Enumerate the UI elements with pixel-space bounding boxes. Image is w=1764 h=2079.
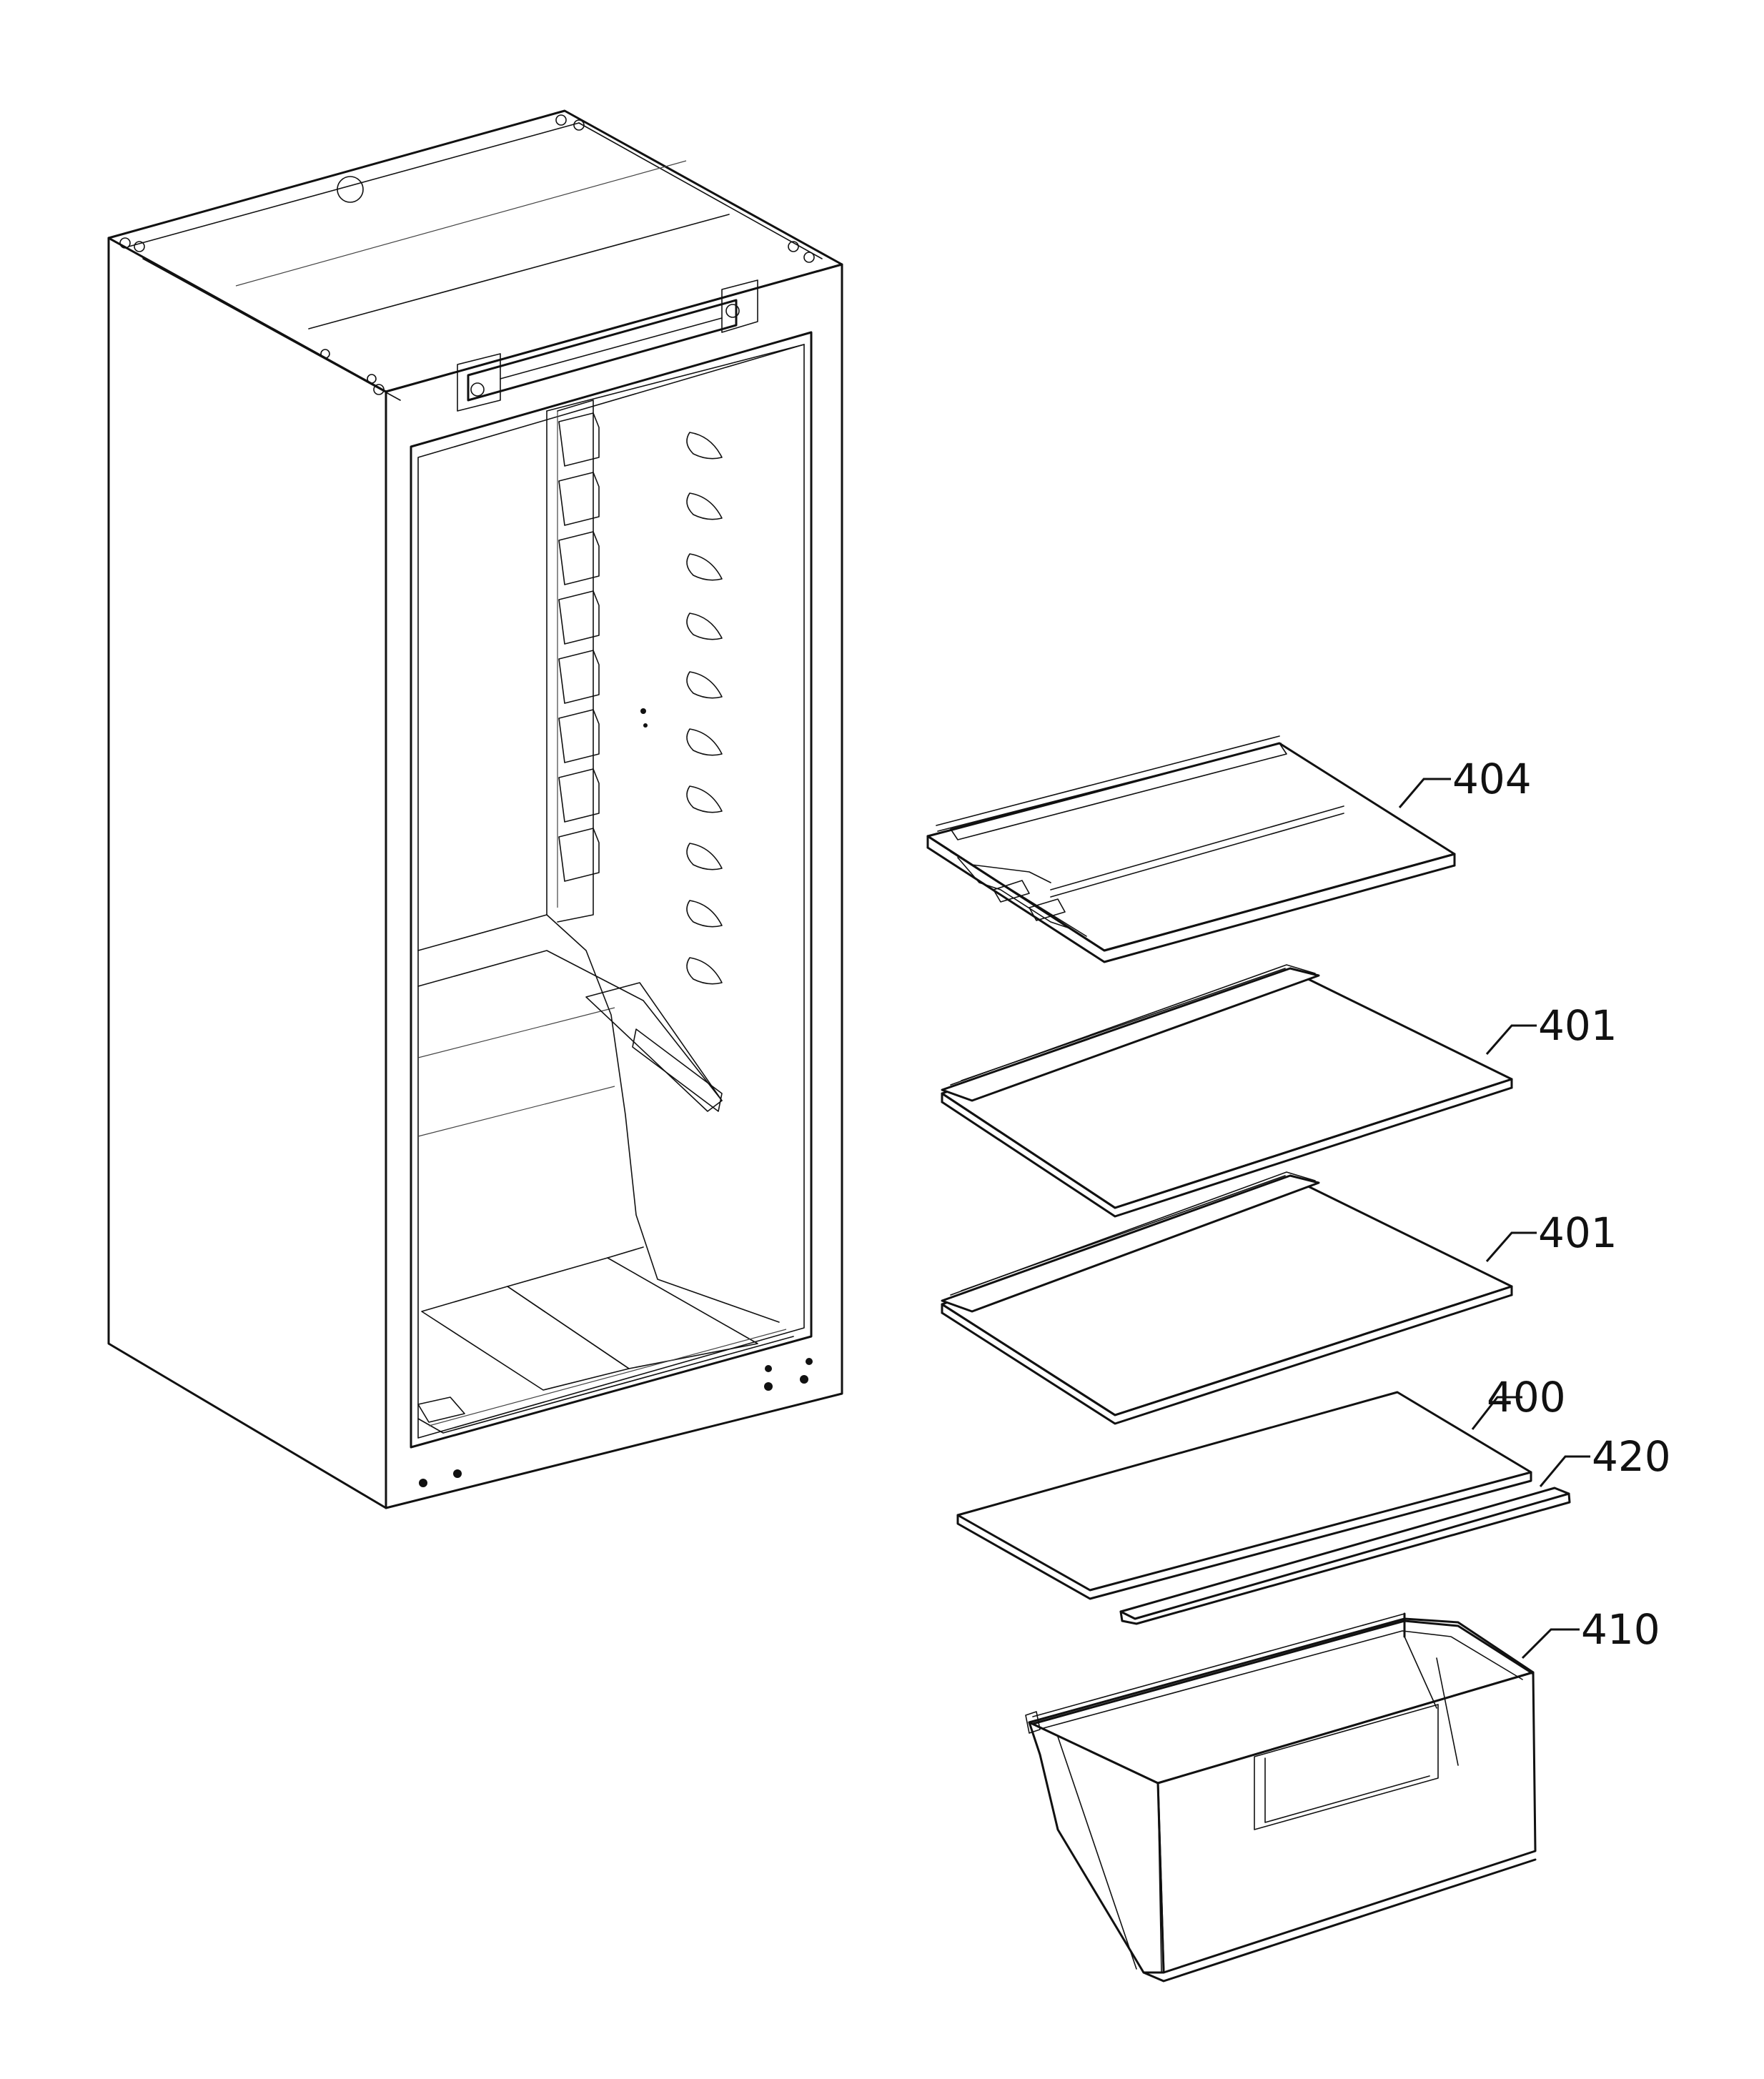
callout-label: 404 [1452,755,1532,803]
callout-404: 404 [1398,755,1532,808]
callout-400: 400 [1471,1373,1566,1430]
part-400-glass-plate [956,1391,1532,1600]
shelf-support-pegs [686,432,723,985]
callout-label: 401 [1538,1001,1617,1050]
callout-label: 400 [1487,1373,1566,1421]
callout-label: 401 [1538,1209,1617,1257]
refrigerator-cabinet [107,109,843,1509]
callout-410: 410 [1521,1605,1660,1659]
callout-401-lower: 401 [1485,1209,1617,1262]
part-401-shelf-lower [941,1171,1513,1425]
callout-label: 410 [1581,1605,1660,1654]
callouts: 404 401 401 400 420 410 [1398,755,1671,1659]
part-410-drawer [1025,1612,1537,1983]
part-420-trim-strip [1119,1487,1571,1625]
callout-420: 420 [1539,1432,1671,1487]
shelf-support-rail [557,400,600,923]
callout-401-upper: 401 [1485,1001,1617,1055]
callout-label: 420 [1592,1432,1671,1481]
part-401-shelf-upper [941,964,1513,1218]
part-404-shelf [926,735,1456,963]
